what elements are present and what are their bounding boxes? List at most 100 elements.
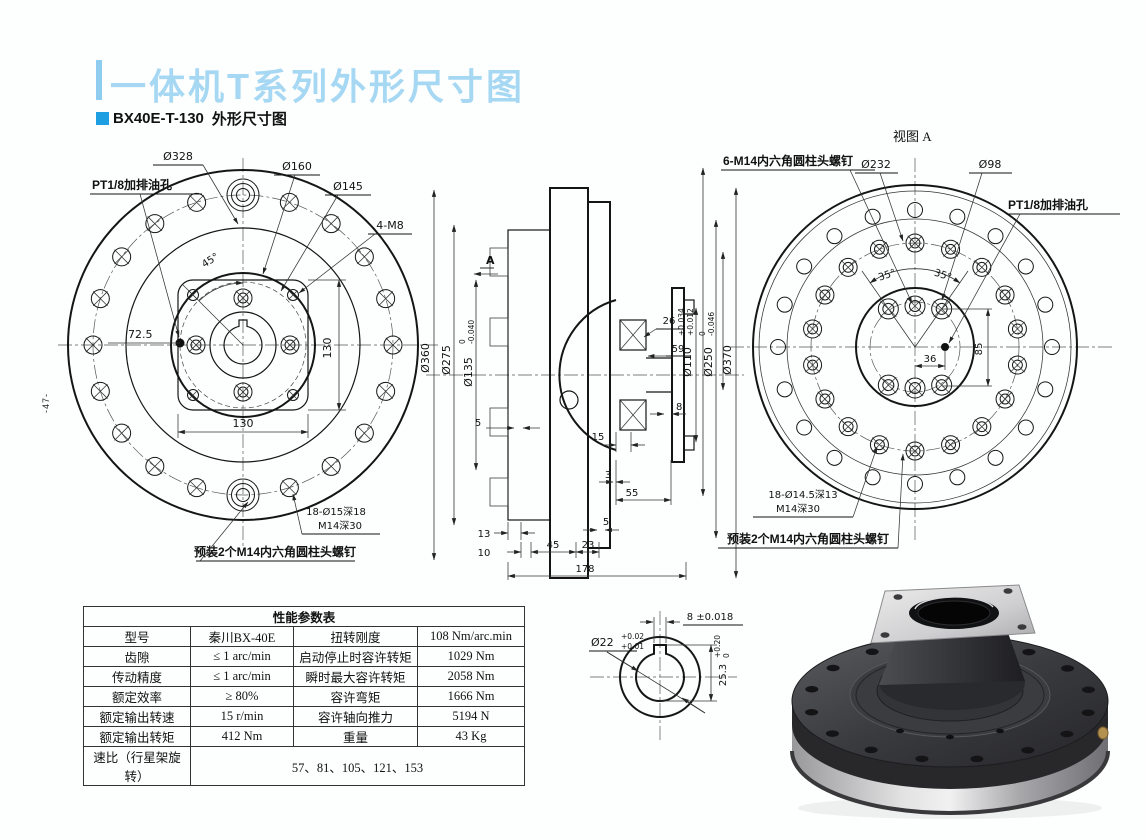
title-accent-bar xyxy=(96,60,102,100)
cell-label: 传动精度 xyxy=(83,666,191,687)
preinstalled-screws-label: 预装2个M14内六角圆柱头螺钉 xyxy=(727,531,889,546)
section-view-drawing: Ø360 Ø275 Ø135 0 -0.040 Ø110 +0.034 +0.0… xyxy=(419,187,744,580)
dark-rim-band xyxy=(792,701,1108,789)
cell-label: 容许弯矩 xyxy=(293,686,418,707)
dim-25-3-tol-upper: +0.20 xyxy=(713,635,722,658)
oil-port-label: PT1/8加排油孔 xyxy=(92,177,172,192)
ratio-label: 速比（行星架旋转） xyxy=(83,746,191,786)
dim-d135-tol-lower: -0.040 xyxy=(467,320,476,344)
dim-25-3-tol-lower: 0 xyxy=(722,653,731,658)
cell-label: 容许轴向推力 xyxy=(293,706,418,727)
steel-rim-band xyxy=(792,723,1108,813)
dim-3: 3 xyxy=(605,470,611,481)
cell-value: ≥ 80% xyxy=(190,686,294,707)
bolt-hole-ring xyxy=(83,192,403,498)
cell-label: 齿隙 xyxy=(83,646,191,667)
cell-label: 瞬时最大容许转矩 xyxy=(293,666,418,687)
dim-d110-tol-upper: +0.034 xyxy=(677,308,686,336)
ratio-value: 57、81、105、121、153 xyxy=(190,746,525,786)
dim-23: 23 xyxy=(582,540,595,551)
dim-keyway-width: 8 ±0.018 xyxy=(687,612,734,623)
subtitle-text: 外形尺寸图 xyxy=(211,111,287,128)
cell-value: 2058 Nm xyxy=(417,666,525,687)
front-view-drawing: 45° 72.5 130 130 Ø328 Ø160 Ø145 PT1/8加排油… xyxy=(58,150,438,562)
dim-d250-tol-lower: -0.046 xyxy=(707,312,716,336)
oil-hole-dot xyxy=(941,343,949,351)
drawing-subtitle: BX40E-T-130 外形尺寸图 xyxy=(96,108,287,129)
oil-port-label: PT1/8加排油孔 xyxy=(1008,197,1088,212)
dim-72-5: 72.5 xyxy=(128,328,153,341)
view-a-label: 视图 A xyxy=(893,129,932,144)
table-title: 性能参数表 xyxy=(83,606,525,627)
dim-d98: Ø98 xyxy=(979,158,1002,171)
dim-d110-tol-lower: +0.012 xyxy=(686,308,695,336)
dim-45: 45 xyxy=(547,540,560,551)
angle-45-label: 45° xyxy=(200,251,221,270)
cell-value: 15 r/min xyxy=(190,706,294,727)
cell-label: 启动停止时容许转矩 xyxy=(293,646,418,667)
holes-spec-line1: 18-Ø14.5深13 xyxy=(768,489,837,501)
dim-d22-tol-lower: +0.01 xyxy=(621,642,644,651)
preinstalled-screws-label: 预装2个M14内六角圆柱头螺钉 xyxy=(194,544,356,559)
dim-5-right: 5 xyxy=(603,517,609,528)
holes-spec-line2: M14深30 xyxy=(776,503,820,515)
dim-d22: Ø22 xyxy=(591,636,614,649)
dim-178: 178 xyxy=(575,564,594,575)
dim-130-horizontal: 130 xyxy=(233,417,254,430)
square-bullet-icon xyxy=(96,112,109,125)
holes-spec-line1: 18-Ø15深18 xyxy=(306,506,366,518)
cell-value: ≤ 1 arc/min xyxy=(190,666,294,687)
dim-4m8: 4-M8 xyxy=(376,219,403,232)
cell-label: 重量 xyxy=(293,726,418,747)
cell-label: 型号 xyxy=(83,626,191,647)
dim-8: 8 xyxy=(676,402,682,413)
product-photo xyxy=(790,584,1110,819)
cell-value: 1029 Nm xyxy=(417,646,525,667)
dim-keyway-depth-group: 25.3 +0.20 0 xyxy=(713,635,731,686)
dim-130-vertical: 130 xyxy=(321,338,334,359)
rear-view-drawing: 35° 35° 36 85 6-M14内六角圆柱头螺钉 Ø232 Ø98 PT1… xyxy=(700,153,1120,549)
angle-35-right: 35° xyxy=(933,268,953,284)
cell-value: 5194 N xyxy=(417,706,525,727)
dim-d250: Ø250 xyxy=(702,347,715,377)
cell-label: 额定效率 xyxy=(83,686,191,707)
cell-value: 1666 Nm xyxy=(417,686,525,707)
dim-d110: Ø110 xyxy=(681,347,694,377)
dim-26: 26 xyxy=(663,316,676,327)
dim-d135-group: Ø135 0 -0.040 xyxy=(458,320,476,387)
dim-d160: Ø160 xyxy=(282,160,312,173)
shaft-bore-detail-drawing: Ø22 +0.02 +0.01 8 ±0.018 25.3 +0.20 0 xyxy=(589,611,743,743)
top-counterbore-screw xyxy=(226,178,260,212)
cell-label: 额定输出转矩 xyxy=(83,726,191,747)
dim-d135: Ø135 xyxy=(462,357,475,387)
model-code: BX40E-T-130 xyxy=(113,110,204,127)
dim-d232: Ø232 xyxy=(861,158,891,171)
hub-screws xyxy=(186,288,300,402)
dim-d135-tol-upper: 0 xyxy=(458,339,467,344)
holes-spec-line2: M14深30 xyxy=(318,520,362,532)
cell-value: 412 Nm xyxy=(190,726,294,747)
dim-d110-group: Ø110 +0.034 +0.012 xyxy=(677,308,695,377)
dim-10: 10 xyxy=(478,548,491,559)
dim-15: 15 xyxy=(592,432,605,443)
dim-55: 55 xyxy=(626,488,639,499)
bolt-screw-ring xyxy=(803,233,1027,461)
dim-59: 59 xyxy=(672,344,685,355)
dim-85: 85 xyxy=(974,343,985,356)
dim-d360: Ø360 xyxy=(419,343,432,373)
dim-5-left: 5 xyxy=(475,418,481,429)
dim-36: 36 xyxy=(924,354,937,365)
dim-d145: Ø145 xyxy=(333,180,363,193)
angle-35-left: 35° xyxy=(877,268,897,284)
page-title: 一体机T系列外形尺寸图 xyxy=(110,66,525,107)
oil-plug-gold xyxy=(1097,726,1109,740)
cell-label: 扭转刚度 xyxy=(293,626,418,647)
